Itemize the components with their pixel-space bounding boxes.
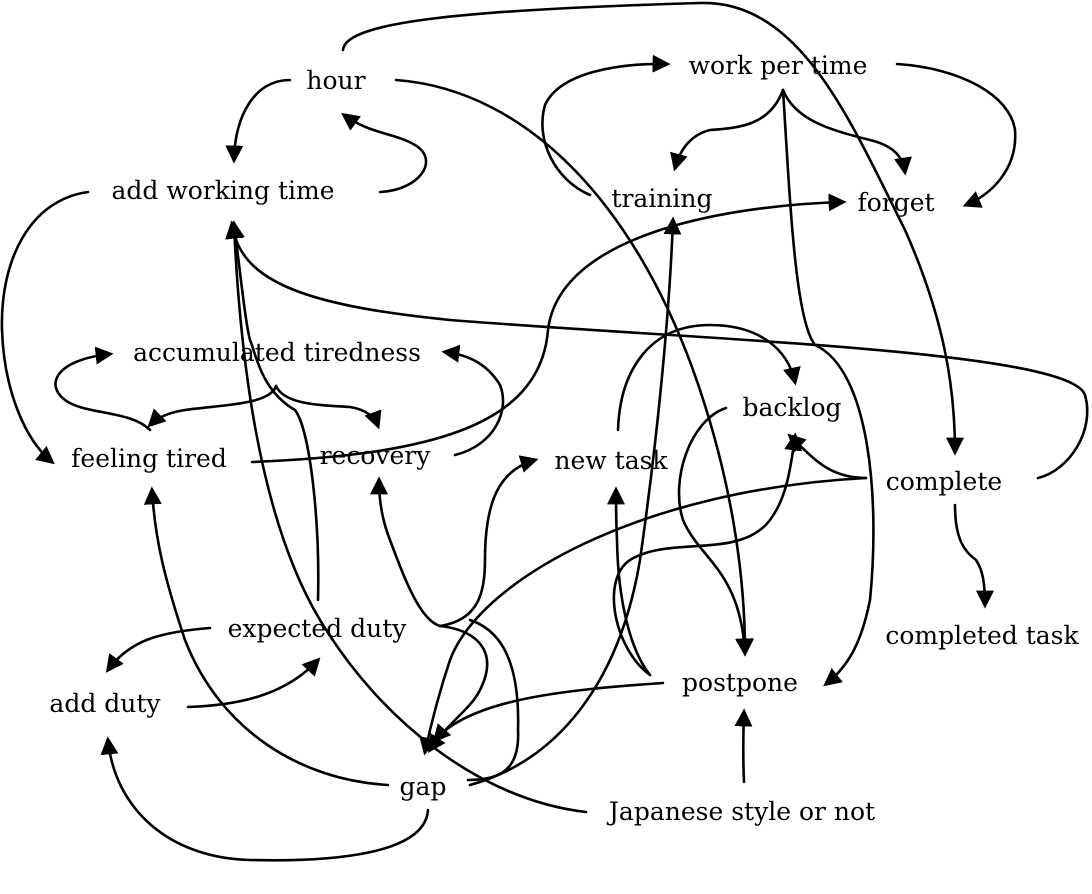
edge-add-duty-to-expected-duty bbox=[186, 657, 321, 709]
edge-expected-duty-to-add-duty bbox=[105, 626, 212, 673]
edge-complete-to-backlog bbox=[787, 433, 868, 480]
edge-complete-to-add-working-time bbox=[225, 220, 1089, 480]
edge-work-per-time-to-training bbox=[670, 88, 785, 172]
node-new-task: new task bbox=[554, 446, 668, 475]
edge-postpone-to-new-task bbox=[607, 486, 652, 677]
edge-accumulated-tiredness-to-feeling-tired bbox=[147, 384, 278, 428]
node-add-duty: add duty bbox=[49, 689, 161, 718]
edge-gap-to-add-working-time bbox=[226, 220, 320, 602]
edge-japanese-style-to-postpone bbox=[734, 708, 753, 784]
node-add-working-time: add working time bbox=[112, 176, 335, 205]
edge-japanese-style-to-gap bbox=[466, 618, 520, 782]
edge-hour-to-complete bbox=[341, 1, 964, 456]
node-accumulated-tiredness: accumulated tiredness bbox=[133, 338, 421, 367]
node-forget: forget bbox=[857, 188, 934, 217]
edge-expected-duty-to-recovery bbox=[370, 476, 442, 628]
edge-add-working-time-to-hour bbox=[341, 112, 428, 194]
edge-complete-to-gap bbox=[419, 476, 868, 756]
node-hour: hour bbox=[306, 66, 365, 95]
edge-gap-to-feeling-tired bbox=[143, 486, 390, 787]
node-recovery: recovery bbox=[320, 441, 432, 470]
edge-feeling-tired-to-accumulated-tiredness bbox=[54, 346, 152, 432]
node-postpone: postpone bbox=[682, 668, 798, 697]
edge-postpone-to-backlog bbox=[612, 432, 803, 677]
node-backlog: backlog bbox=[742, 393, 841, 422]
node-layer: hour work per time add working time trai… bbox=[49, 51, 1079, 826]
edge-japanese-style-to-add-working-time bbox=[225, 220, 588, 814]
edge-expected-duty-to-new-task bbox=[438, 455, 539, 628]
node-expected-duty: expected duty bbox=[228, 614, 408, 643]
node-training: training bbox=[611, 184, 712, 213]
edge-add-working-time-to-feeling-tired bbox=[0, 190, 90, 465]
edge-work-per-time-to-forget-long bbox=[895, 62, 1017, 208]
edge-new-task-to-backlog bbox=[616, 323, 801, 432]
edge-hour-to-add-working-time bbox=[225, 78, 292, 164]
edge-work-per-time-to-forget-short bbox=[781, 88, 912, 176]
edge-layer bbox=[0, 1, 1089, 862]
edge-postpone-to-gap bbox=[432, 681, 665, 743]
edge-backlog-to-postpone bbox=[677, 406, 754, 657]
edge-hour-to-postpone bbox=[394, 78, 754, 657]
node-japanese-style-or-not: Japanese style or not bbox=[606, 797, 875, 826]
edge-gap-to-add-duty bbox=[100, 736, 430, 862]
edge-feeling-tired-to-forget bbox=[250, 193, 847, 464]
node-completed-task: completed task bbox=[885, 621, 1079, 650]
node-complete: complete bbox=[886, 467, 1002, 496]
node-work-per-time: work per time bbox=[689, 51, 868, 80]
node-feeling-tired: feeling tired bbox=[71, 444, 227, 473]
node-gap: gap bbox=[400, 772, 447, 801]
edge-accumulated-tiredness-to-recovery bbox=[274, 384, 382, 430]
edge-expected-duty-to-gap bbox=[428, 624, 489, 753]
edge-recovery-to-accumulated-tiredness bbox=[441, 344, 505, 457]
edge-training-to-work-per-time bbox=[541, 54, 671, 197]
edge-work-per-time-to-postpone bbox=[781, 88, 875, 687]
edge-complete-to-completed-task bbox=[953, 503, 994, 609]
edge-gap-to-training bbox=[468, 216, 682, 787]
